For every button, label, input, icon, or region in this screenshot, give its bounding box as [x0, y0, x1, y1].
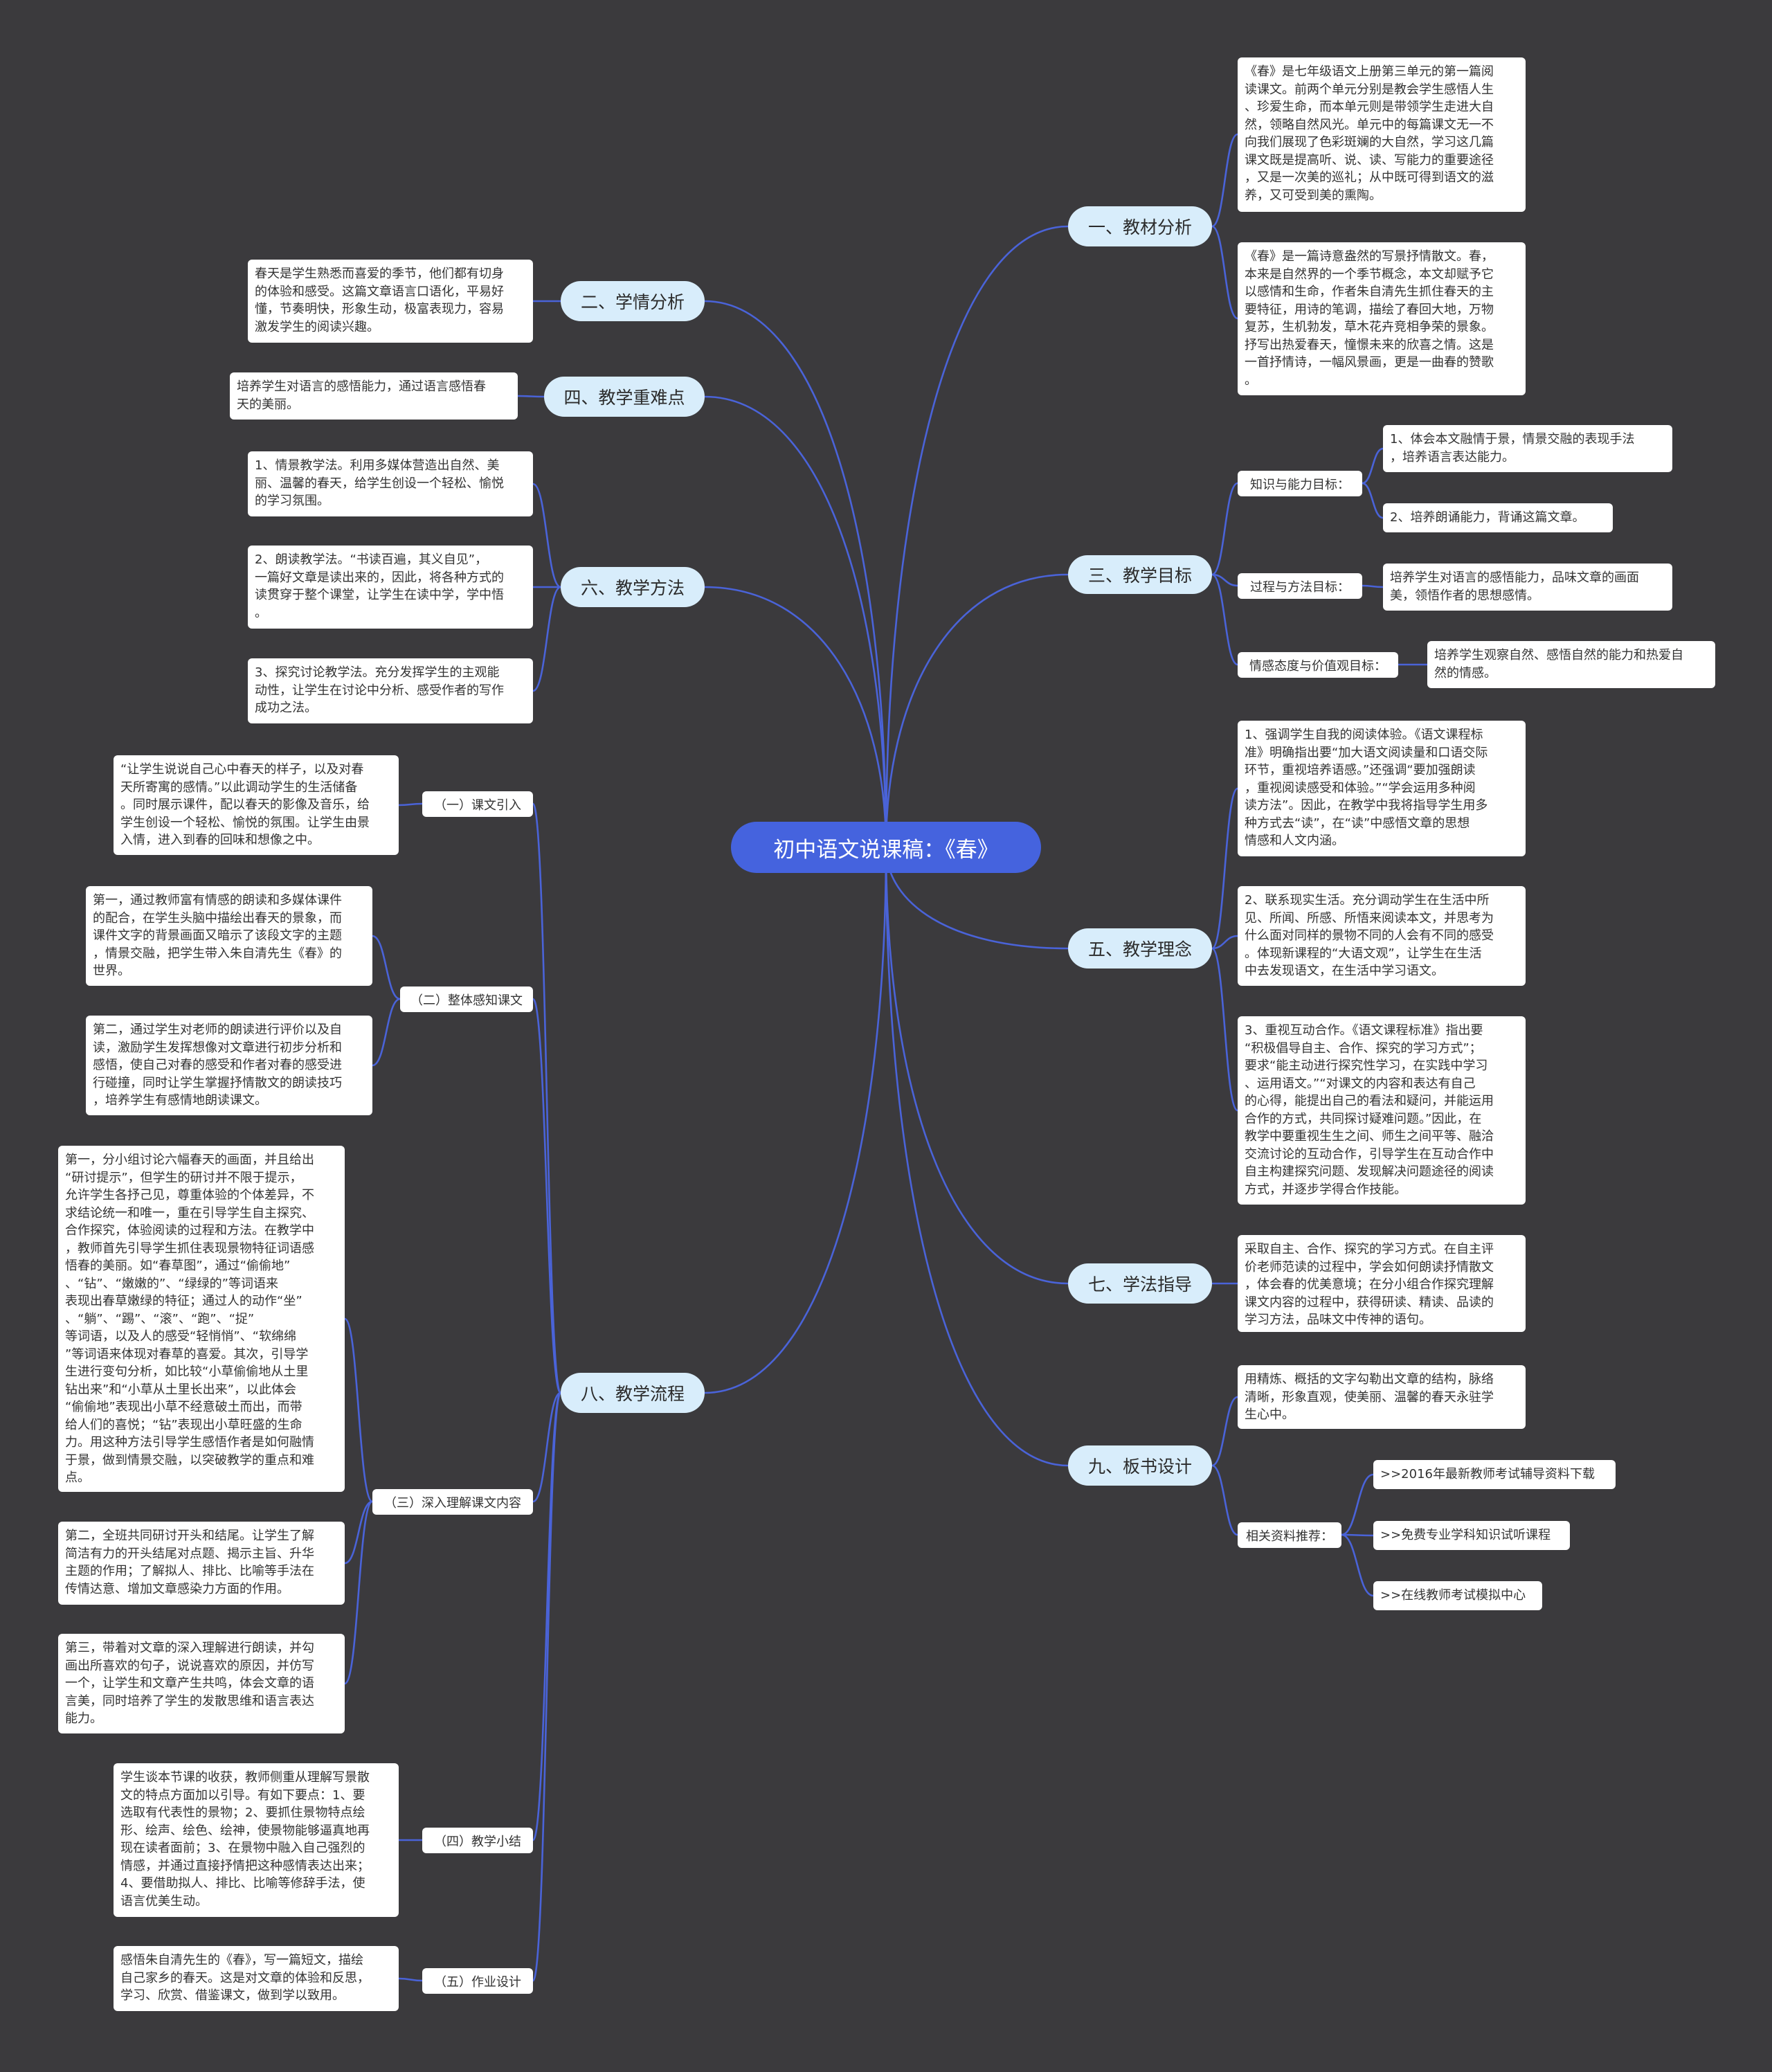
link-root-b6 — [704, 586, 887, 848]
branch-teaching-philosophy[interactable]: 五、教学理念 — [1068, 928, 1212, 969]
resource-link-1[interactable]: >>2016年最新教师考试辅导资料下载 — [1373, 1460, 1616, 1489]
philosophy-note-2: 2、联系现实生活。充分调动学生在生活中所 见、所闻、所感、所悟来阅读本文，并思考… — [1238, 886, 1526, 986]
link-s3-l1 — [344, 1317, 373, 1503]
goal-process-note: 培养学生对语言的感悟能力，品味文章的画面 美，领悟作者的思想感情。 — [1383, 564, 1672, 611]
link-b8-s5 — [532, 1391, 562, 1982]
philosophy-note-1: 1、强调学生自我的阅读体验。《语文课程标 准》明确指出要“加大语文阅读量和口语交… — [1238, 721, 1526, 856]
link-s2-l2 — [372, 998, 401, 1067]
link-root-b8 — [704, 847, 887, 1394]
link-root-b7 — [885, 847, 1069, 1285]
link-b6-l1 — [532, 483, 561, 588]
link-b1-l1 — [1211, 133, 1238, 228]
link-b8-s2 — [532, 998, 562, 1394]
link-res-1 — [1341, 1473, 1374, 1536]
student-analysis-note: 春天是学生熟悉而喜爱的季节，他们都有切身 的体验和感受。这篇文章语言口语化，平易… — [248, 260, 533, 343]
process-step-overall-perception[interactable]: （二）整体感知课文 — [400, 987, 533, 1012]
link-b8-s3 — [532, 1391, 561, 1503]
teaching-method-2: 2、朗读教学法。“书读百遍，其义自见”， 一篇好文章是读出来的，因此，将各种方式… — [248, 546, 533, 629]
branch-teaching-methods[interactable]: 六、教学方法 — [561, 567, 705, 607]
goal-knowledge-note-1: 1、体会本文融情于景，情景交融的表现手法 ，培养语言表达能力。 — [1383, 425, 1672, 472]
branch-student-analysis[interactable]: 二、学情分析 — [561, 281, 705, 321]
link-res-3 — [1341, 1533, 1374, 1597]
philosophy-note-3: 3、重视互动合作。《语文课程标准》指出要 “积极倡导自主、合作、探究的学习方式”… — [1238, 1016, 1526, 1205]
link-b1-l2 — [1211, 225, 1238, 320]
link-s3-l3 — [344, 1500, 373, 1685]
goal-process-method[interactable]: 过程与方法目标： — [1238, 573, 1362, 599]
textbook-analysis-note-1: 《春》是七年级语文上册第三单元的第一篇阅 读课文。前两个单元分别是教会学生感悟人… — [1238, 57, 1526, 212]
process-step-intro[interactable]: （一）课文引入 — [422, 791, 533, 817]
branch-teaching-goals[interactable]: 三、教学目标 — [1068, 555, 1212, 594]
overall-perception-note-2: 第二，通过学生对老师的朗读进行评价以及自 读，激励学生发挥想像对文章进行初步分析… — [86, 1016, 372, 1115]
goal-emotion-values[interactable]: 情感态度与价值观目标： — [1238, 652, 1398, 678]
link-root-b2 — [704, 300, 887, 848]
branch-study-guidance[interactable]: 七、学法指导 — [1068, 1263, 1212, 1304]
deep-understanding-note-1: 第一，分小组讨论六幅春天的画面，并且给出 “研讨提示”，但学生的研讨并不限于提示… — [58, 1146, 345, 1492]
link-root-b3 — [885, 573, 1069, 848]
goal-emotion-note: 培养学生观察自然、感悟自然的能力和热爱自 然的情感。 — [1427, 641, 1715, 688]
homework-note: 感悟朱自清先生的《春》，写一篇短文，描绘 自己家乡的春天。这是对文章的体验和反思… — [114, 1946, 399, 2011]
board-design-note: 用精炼、概括的文字勾勒出文章的结构，脉络 清晰，形象直观，使美丽、温馨的春天永驻… — [1238, 1365, 1526, 1429]
teaching-method-1: 1、情景教学法。利用多媒体营造出自然、美 丽、温馨的春天，给学生创设一个轻松、愉… — [248, 451, 533, 516]
link-s3-l2 — [344, 1500, 373, 1565]
link-b4-l1 — [517, 395, 545, 398]
link-b5-l1 — [1211, 787, 1238, 950]
textbook-analysis-note-2: 《春》是一篇诗意盎然的写景抒情散文。春， 本来是自然界的一个季节概念，本文却赋予… — [1238, 242, 1526, 395]
deep-understanding-note-3: 第三，带着对文章的深入理解进行朗读，并勾 画出所喜欢的句子，说说喜欢的原因，并仿… — [58, 1634, 345, 1733]
link-b5-l2 — [1211, 935, 1238, 950]
link-g2-l1 — [1362, 584, 1384, 588]
branch-key-difficulties[interactable]: 四、教学重难点 — [544, 377, 705, 417]
root-topic[interactable]: 初中语文说课稿：《春》 — [731, 822, 1041, 873]
link-b6-l3 — [532, 586, 561, 692]
link-s5-l1 — [398, 1977, 423, 1982]
branch-board-design[interactable]: 九、板书设计 — [1068, 1445, 1212, 1486]
key-difficulties-note: 培养学生对语言的感悟能力，通过语言感悟春 天的美丽。 — [230, 372, 518, 420]
link-b5-l3 — [1211, 947, 1239, 1112]
link-b3-g1 — [1211, 482, 1238, 576]
link-b9-g1 — [1211, 1464, 1238, 1536]
link-b9-l1 — [1211, 1396, 1238, 1467]
link-b8-s1 — [532, 802, 562, 1394]
process-step-homework[interactable]: （五）作业设计 — [422, 1968, 533, 1994]
resource-link-2[interactable]: >>免费专业学科知识试听课程 — [1373, 1521, 1570, 1550]
link-s1-l1 — [398, 802, 423, 807]
link-root-b1 — [885, 225, 1069, 848]
process-step-deep-understanding[interactable]: （三）深入理解课文内容 — [372, 1489, 533, 1515]
branch-textbook-analysis[interactable]: 一、教材分析 — [1068, 206, 1212, 246]
goal-knowledge-ability[interactable]: 知识与能力目标： — [1238, 471, 1362, 496]
link-s2-l1 — [372, 935, 401, 1000]
teaching-method-3: 3、探究讨论教学法。充分发挥学生的主观能 动性，让学生在讨论中分析、感受作者的写… — [248, 658, 533, 723]
link-b3-g2 — [1211, 573, 1238, 587]
link-b3-g3 — [1211, 573, 1238, 666]
process-step-summary[interactable]: （四）教学小结 — [422, 1828, 533, 1853]
link-b8-s4 — [532, 1391, 562, 1841]
intro-note: “让学生说说自己心中春天的样子，以及对春 天所寄寓的感情。”以此调动学生的生活储… — [114, 755, 399, 855]
link-g1-l1 — [1362, 447, 1384, 485]
related-resources[interactable]: 相关资料推荐： — [1238, 1522, 1341, 1548]
resource-link-3[interactable]: >>在线教师考试模拟中心 — [1373, 1581, 1542, 1610]
summary-note: 学生谈本节课的收获，教师侧重从理解写景散 文的特点方面加以引导。有如下要点：1、… — [114, 1763, 399, 1917]
link-root-b9 — [885, 847, 1069, 1467]
branch-teaching-process[interactable]: 八、教学流程 — [561, 1373, 705, 1413]
goal-knowledge-note-2: 2、培养朗诵能力，背诵这篇文章。 — [1383, 503, 1613, 532]
overall-perception-note-1: 第一，通过教师富有情感的朗读和多媒体课件 的配合，在学生头脑中描绘出春天的景象，… — [86, 886, 372, 986]
deep-understanding-note-2: 第二，全班共同研讨开头和结尾。让学生了解 简洁有力的开头结尾对点题、揭示主旨、升… — [58, 1522, 345, 1605]
study-guidance-note: 采取自主、合作、探究的学习方式。在自主评 价老师范读的过程中，学会如何朗读抒情散… — [1238, 1235, 1526, 1332]
link-g1-l2 — [1362, 482, 1384, 519]
link-root-b4 — [704, 395, 887, 848]
